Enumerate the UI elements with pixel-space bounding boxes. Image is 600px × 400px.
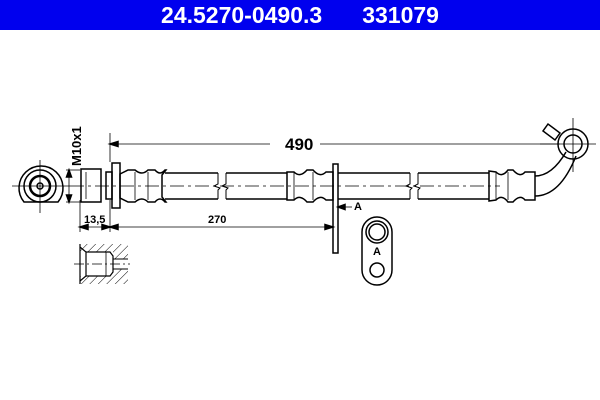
dimension-total-length: 490 [282, 136, 317, 153]
fitting-end-view-icon [12, 160, 70, 213]
bracket-plate [332, 163, 339, 254]
title-bar: 24.5270-0490.3 331079 [0, 0, 600, 30]
section-view-label: A [373, 246, 381, 258]
dimension-fitting-length: 13,5 [84, 214, 106, 226]
part-number: 24.5270-0490.3 [161, 1, 323, 28]
threaded-port-section-icon [74, 244, 130, 284]
dimension-bracket-position: 270 [208, 214, 227, 226]
bracket-section-icon [361, 216, 393, 286]
reference-number: 331079 [362, 1, 439, 28]
left-fitting [80, 162, 168, 209]
right-fitting [488, 151, 577, 203]
banjo-fitting-icon [540, 118, 596, 172]
section-marker: A [354, 201, 362, 213]
dimension-thread: M10x1 [69, 126, 84, 166]
